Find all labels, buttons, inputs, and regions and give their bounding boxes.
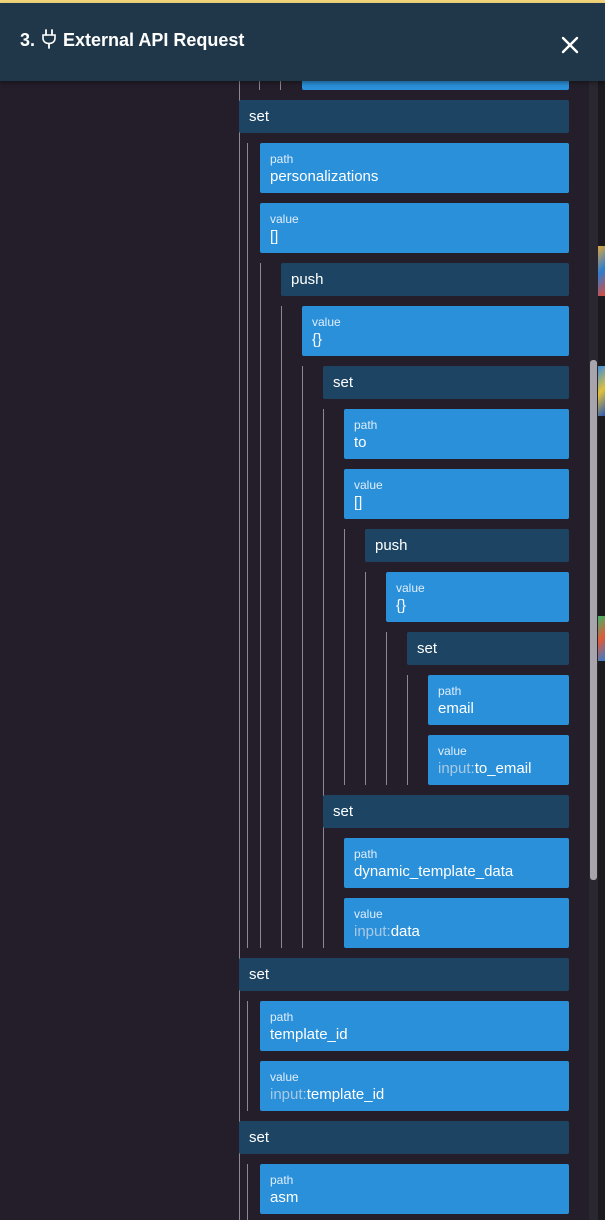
- node-label: set: [333, 803, 354, 820]
- path-field[interactable]: path template_id: [260, 1001, 569, 1051]
- step-number: 3.: [20, 30, 36, 50]
- tree-connector: [260, 263, 261, 948]
- node-label: set: [417, 640, 438, 657]
- field-label: path: [354, 418, 378, 432]
- modal-title: 3. External API Request: [20, 29, 244, 51]
- tree-connector: [323, 838, 324, 948]
- tree-connector: [386, 632, 387, 785]
- field-label: value: [270, 212, 299, 226]
- field-label: value: [270, 1070, 299, 1084]
- set-node[interactable]: set: [323, 795, 569, 828]
- tree-connector: [280, 81, 281, 90]
- background-app-edge: [598, 81, 605, 1220]
- close-icon[interactable]: [556, 31, 584, 59]
- field-value: input:template_id: [270, 1085, 569, 1105]
- background-thumbnail: [598, 366, 605, 416]
- node-label: set: [249, 1129, 270, 1146]
- background-thumbnail: [598, 246, 605, 296]
- input-prefix: input:: [354, 923, 391, 940]
- path-field[interactable]: path personalizations: [260, 143, 569, 193]
- field-value: personalizations: [270, 168, 379, 185]
- step-title: 3. External API Request: [20, 29, 244, 51]
- field-value: input:data: [354, 922, 569, 942]
- node-label: push: [291, 271, 324, 288]
- background-thumbnail: [598, 616, 605, 661]
- tree-connector: [247, 143, 248, 948]
- field-value: {}: [312, 331, 323, 348]
- field-value: []: [354, 494, 363, 511]
- modal-header: 3. External API Request: [0, 3, 605, 81]
- path-field[interactable]: path to: [344, 409, 569, 459]
- field-value: email: [438, 700, 474, 717]
- path-field[interactable]: path asm: [260, 1164, 569, 1214]
- field-value: to: [354, 434, 367, 451]
- scrollbar-thumb[interactable]: [590, 360, 597, 880]
- set-node[interactable]: set: [407, 632, 569, 665]
- field-label: path: [270, 152, 294, 166]
- node-label: set: [249, 966, 270, 983]
- value-field[interactable]: value []: [260, 203, 569, 253]
- tree-connector: [247, 1001, 248, 1111]
- node-label: push: [375, 537, 408, 554]
- value-field[interactable]: value input:template_id: [260, 1061, 569, 1111]
- input-value: to_email: [474, 760, 532, 777]
- value-field[interactable]: value input:data: [344, 898, 569, 948]
- push-node[interactable]: push: [281, 263, 569, 296]
- field-value: input:to_email: [438, 759, 569, 779]
- field-value: asm: [270, 1189, 299, 1206]
- field-value: {}: [396, 597, 407, 614]
- set-node[interactable]: set: [239, 958, 569, 991]
- field-label: value: [438, 744, 467, 758]
- set-node[interactable]: set: [323, 366, 569, 399]
- field-label: path: [438, 684, 462, 698]
- value-field[interactable]: value {}: [386, 572, 569, 622]
- field-value: dynamic_template_data: [354, 863, 514, 880]
- tree-connector: [344, 529, 345, 785]
- field-label: value: [354, 478, 383, 492]
- path-field[interactable]: path dynamic_template_data: [344, 838, 569, 888]
- tree-connector: [365, 572, 366, 785]
- field-label: path: [270, 1173, 294, 1187]
- top-accent-bar: [0, 0, 605, 3]
- field-value: []: [270, 228, 279, 245]
- input-prefix: input:: [270, 1086, 307, 1103]
- field-value: template_id: [270, 1026, 348, 1043]
- input-value: data: [390, 923, 420, 940]
- tree-connector: [323, 409, 324, 948]
- tree-connector: [259, 81, 260, 90]
- node-label: set: [249, 108, 270, 125]
- field-label: path: [354, 847, 378, 861]
- set-node[interactable]: set: [239, 100, 569, 133]
- input-value: template_id: [306, 1086, 385, 1103]
- field-label: value: [354, 907, 383, 921]
- tree-connector: [239, 81, 240, 1220]
- tree-connector: [247, 1164, 248, 1220]
- set-node[interactable]: set: [239, 1121, 569, 1154]
- tree-connector: [281, 306, 282, 948]
- input-prefix: input:: [438, 760, 475, 777]
- node-label: set: [333, 374, 354, 391]
- field-label: value: [396, 581, 425, 595]
- tree-connector: [407, 675, 408, 785]
- field-label: value: [312, 315, 341, 329]
- value-field[interactable]: value {}: [302, 306, 569, 356]
- tree-connector: [302, 366, 303, 948]
- value-field[interactable]: value []: [344, 469, 569, 519]
- path-field[interactable]: path email: [428, 675, 569, 725]
- value-field[interactable]: value input:to_email: [428, 735, 569, 785]
- step-name: External API Request: [63, 30, 245, 50]
- field-label: path: [270, 1010, 294, 1024]
- push-node[interactable]: push: [365, 529, 569, 562]
- plug-icon: [42, 29, 56, 49]
